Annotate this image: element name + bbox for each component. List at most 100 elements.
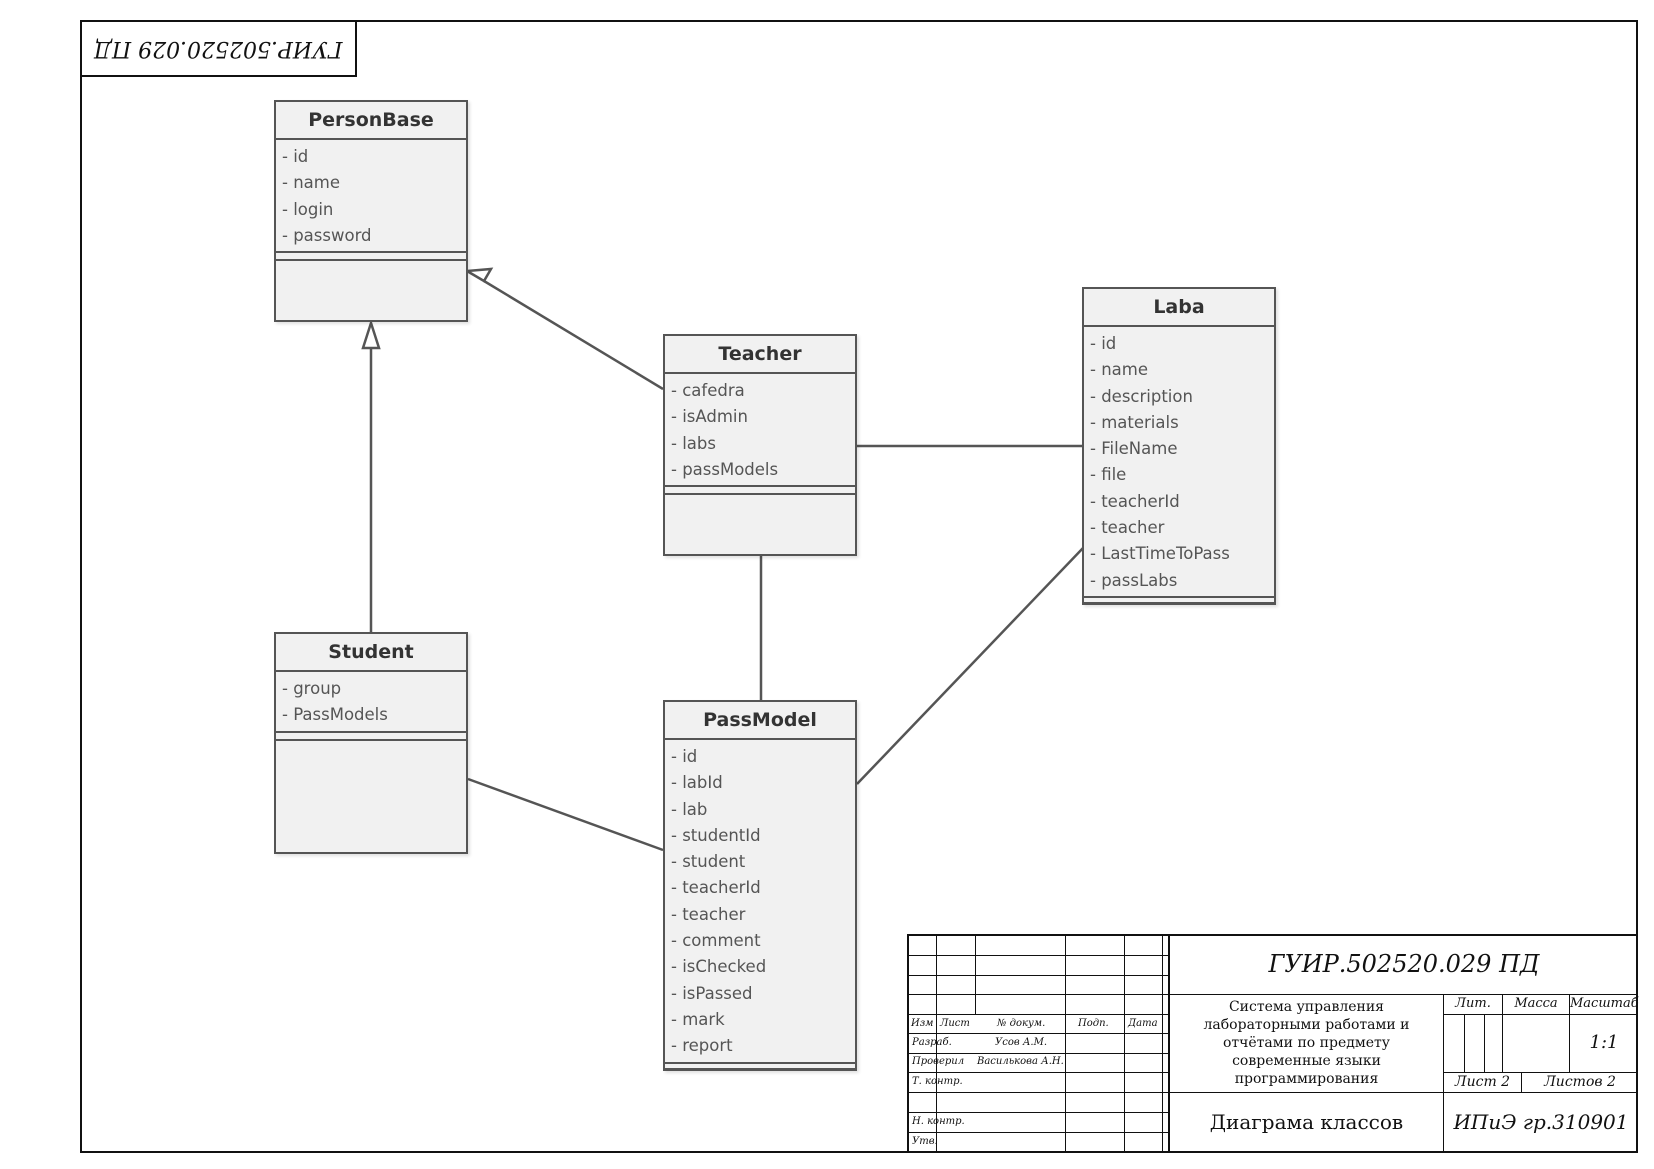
description-line: современные языки — [1232, 1053, 1381, 1069]
compartment-divider — [1084, 601, 1274, 604]
grid-line — [1521, 1072, 1522, 1092]
attribute: - name — [1090, 360, 1148, 380]
class-passmodel: PassModel - id - labId - lab - studentId… — [663, 700, 857, 1071]
rotated-code-stamp: ГУИР.502520.029 ПД — [80, 20, 357, 77]
document-description: Система управления лабораторными работам… — [1170, 998, 1443, 1088]
grid-line — [936, 936, 937, 1153]
sheet-number: Лист 2 — [1454, 1074, 1511, 1090]
grid-line — [1170, 1092, 1638, 1093]
generalization-teacher-personbase — [483, 279, 664, 391]
attribute: - isPassed — [671, 983, 753, 1003]
scale-value: 1:1 — [1589, 1032, 1619, 1053]
role-proveril: Проверил — [912, 1056, 965, 1067]
compartment-divider — [665, 1067, 855, 1070]
attribute: - passLabs — [1090, 570, 1178, 590]
drawing-frame — [80, 20, 1638, 1153]
col-header-date: Дата — [1128, 1018, 1158, 1029]
grid-line — [909, 1053, 1168, 1054]
compartment-divider — [276, 259, 466, 262]
name-razrab: Усов А.М. — [995, 1037, 1048, 1048]
compartment-divider — [665, 1061, 855, 1064]
grid-line — [909, 1132, 1168, 1133]
compartment-divider — [276, 738, 466, 741]
attribute: - PassModels — [282, 705, 388, 725]
grid-line — [1484, 1014, 1485, 1072]
grid-line — [909, 1112, 1168, 1113]
grid-line — [909, 1072, 1168, 1073]
class-name: Student — [276, 634, 466, 672]
attribute: - report — [671, 1036, 733, 1056]
generalization-arrowhead-teacher — [462, 267, 494, 283]
attribute: - id — [282, 147, 309, 166]
grid-line — [1168, 936, 1170, 1153]
attribute: - name — [282, 173, 340, 193]
grid-line — [1124, 936, 1125, 1153]
description-line: отчётами по предмету — [1222, 1035, 1391, 1051]
col-header-sign: Подп. — [1078, 1018, 1109, 1029]
class-attributes: - id - labId - lab - studentId - student… — [665, 740, 855, 1062]
class-name: PersonBase — [276, 102, 466, 140]
grid-line — [909, 994, 1168, 995]
compartment-divider — [1084, 595, 1274, 598]
attribute: - labs — [671, 433, 716, 453]
attribute: - lab — [671, 799, 708, 819]
grid-line — [1464, 1014, 1465, 1072]
attribute: - LastTimeToPass — [1090, 544, 1230, 564]
attribute: - student — [671, 852, 746, 872]
name-proveril: Василькова А.Н. — [977, 1056, 1064, 1067]
attribute: - description — [1090, 386, 1193, 406]
grid-line — [1065, 936, 1066, 1153]
attribute: - studentId — [671, 825, 761, 845]
class-attributes: - group - PassModels — [276, 672, 466, 731]
grid-line — [1444, 1014, 1638, 1015]
class-attributes: - cafedra - isAdmin - labs - passModels — [665, 374, 855, 485]
class-name: Teacher — [665, 336, 855, 374]
title-block: Изм Лист № докум. Подп. Дата Разраб. Про… — [907, 934, 1639, 1153]
header-massa: Масса — [1514, 996, 1558, 1011]
attribute: - teacher — [1090, 518, 1165, 538]
col-header-doc-no: № докум. — [997, 1018, 1046, 1029]
attribute: - comment — [671, 931, 761, 951]
attribute: - teacher — [671, 904, 746, 924]
grid-line — [909, 1092, 1168, 1093]
col-header-izm: Изм — [911, 1018, 934, 1029]
attribute: - isAdmin — [671, 407, 748, 427]
header-masshtab: Масштаб — [1570, 996, 1639, 1011]
attribute: - cafedra — [671, 381, 745, 400]
class-student: Student - group - PassModels — [274, 632, 468, 854]
attribute: - FileName — [1090, 439, 1178, 459]
grid-line — [1162, 936, 1163, 1153]
grid-line — [1170, 994, 1638, 995]
class-name: PassModel — [665, 702, 855, 740]
attribute: - login — [282, 199, 334, 219]
attribute: - password — [282, 225, 372, 245]
role-tkontr: Т. контр. — [912, 1076, 963, 1087]
attribute: - id — [1090, 334, 1117, 353]
class-attributes: - id - name - description - materials - … — [1084, 327, 1274, 596]
attribute: - teacherId — [1090, 491, 1180, 511]
class-attributes: - id - name - login - password — [276, 140, 466, 251]
compartment-divider — [276, 251, 466, 254]
attribute: - group — [282, 679, 342, 698]
grid-line — [909, 955, 1168, 956]
description-line: Система управления — [1228, 999, 1385, 1015]
header-lit: Лит. — [1455, 996, 1491, 1011]
role-nkontr: Н. контр. — [912, 1116, 965, 1127]
grid-line — [909, 1014, 1168, 1015]
attribute: - id — [671, 747, 698, 766]
document-title: Диаграма классов — [1209, 1110, 1404, 1134]
association-student-passmodel — [467, 777, 664, 852]
association-passmodel-laba — [856, 546, 1085, 785]
col-header-list: Лист — [940, 1018, 970, 1029]
compartment-divider — [665, 485, 855, 488]
sheet-count: Листов 2 — [1544, 1074, 1616, 1090]
attribute: - materials — [1090, 412, 1179, 432]
grid-line — [1502, 994, 1503, 1072]
organization: ИПиЭ гр.310901 — [1453, 1110, 1629, 1134]
attribute: - mark — [671, 1009, 725, 1029]
class-teacher: Teacher - cafedra - isAdmin - labs - pas… — [663, 334, 857, 556]
attribute: - teacherId — [671, 878, 761, 898]
grid-line — [1444, 1072, 1638, 1073]
description-line: программирования — [1234, 1071, 1379, 1087]
